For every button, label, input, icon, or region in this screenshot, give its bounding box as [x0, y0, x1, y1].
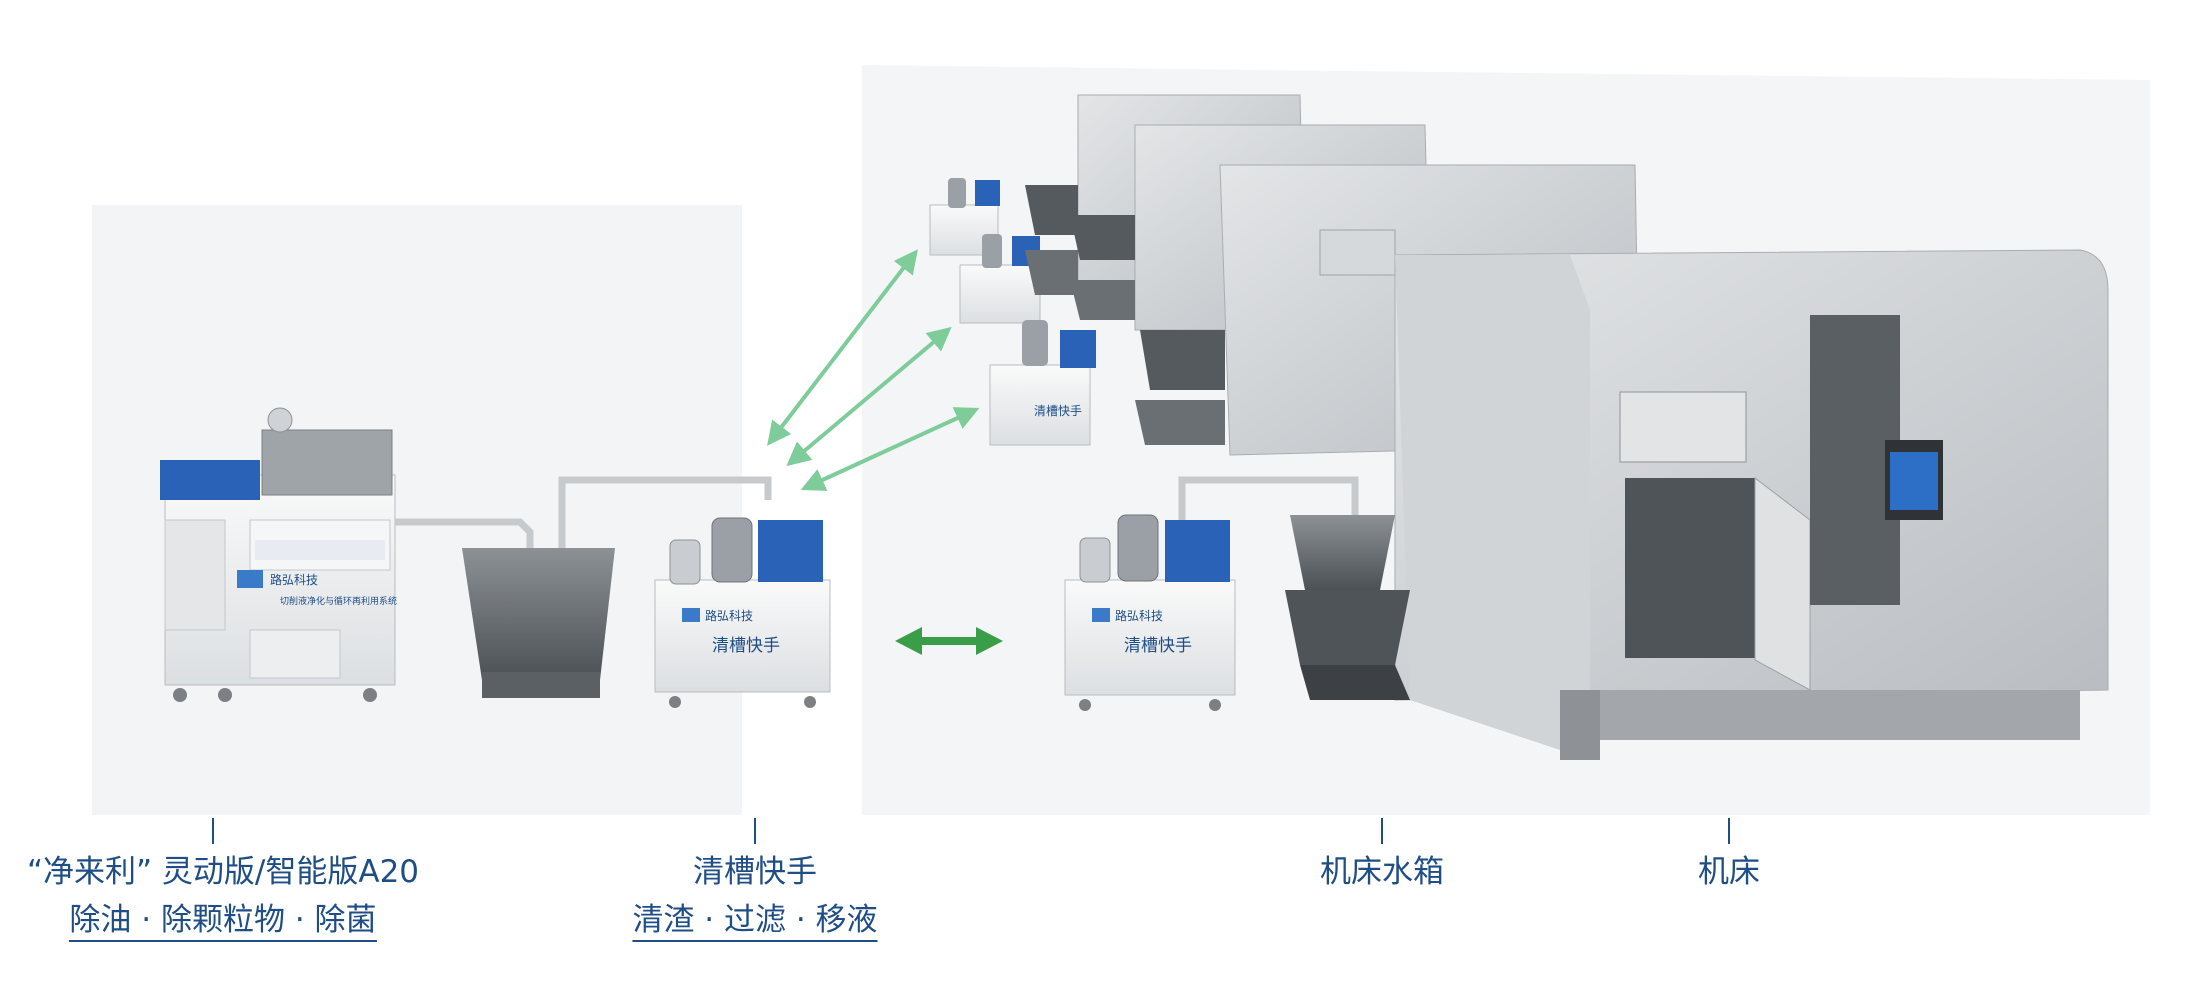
- cleaner-right-label: 清槽快手: [1124, 636, 1192, 656]
- cleaner-caption: 清槽快手 清渣 · 过滤 · 移液: [632, 852, 878, 942]
- machine-water-tank: [1285, 515, 1410, 700]
- system-title: “净来利” 灵动版/智能版A20: [26, 854, 420, 890]
- tank-caption: 机床水箱: [1320, 852, 1444, 892]
- chip-hopper-base: [482, 672, 600, 698]
- system-panel-label: 切削液净化与循环再利用系统: [280, 595, 397, 607]
- tank-label-tick: [1381, 818, 1383, 844]
- flow-arrows: [767, 249, 980, 491]
- system-caption: “净来利” 灵动版/智能版A20 除油 · 除颗粒物 · 除菌: [26, 852, 420, 942]
- cleaner-unit-small-3: 清槽快手: [989, 320, 1096, 446]
- cleaner-center-label: 清槽快手: [712, 636, 780, 656]
- system-label-tick: [212, 818, 214, 844]
- cleaner-right-brand: 路弘科技: [1115, 608, 1163, 623]
- flow-arrow-to-unit-3: [800, 407, 980, 491]
- purification-system-unit: 路弘科技 切削液净化与循环再利用系统: [160, 407, 397, 702]
- cleaner-label-tick: [754, 818, 756, 844]
- tank-title: 机床水箱: [1320, 854, 1444, 890]
- machine-caption: 机床: [1698, 852, 1760, 892]
- cleaner-small-3-label: 清槽快手: [1034, 404, 1082, 418]
- machine-tool-main: [1394, 249, 2109, 760]
- cleaner-unit-small-2: [959, 234, 1041, 324]
- cleaner-unit-right: 路弘科技 清槽快手: [1064, 514, 1236, 711]
- machine-label-tick: [1728, 818, 1730, 844]
- double-arrow-green: [895, 627, 1003, 655]
- cleaner-center-brand: 路弘科技: [705, 608, 753, 623]
- cleaner-unit-center: 路弘科技 清槽快手: [654, 517, 831, 708]
- machine-title: 机床: [1698, 854, 1760, 890]
- brand-name: 路弘科技: [270, 572, 318, 587]
- brand-logo-icon: [237, 570, 263, 588]
- system-subtitle: 除油 · 除颗粒物 · 除菌: [69, 902, 377, 942]
- chip-hopper: [462, 548, 615, 680]
- cleaner-subtitle: 清渣 · 过滤 · 移液: [632, 902, 878, 942]
- control-screen-icon: [1890, 452, 1938, 510]
- cleaner-title: 清槽快手: [693, 854, 817, 890]
